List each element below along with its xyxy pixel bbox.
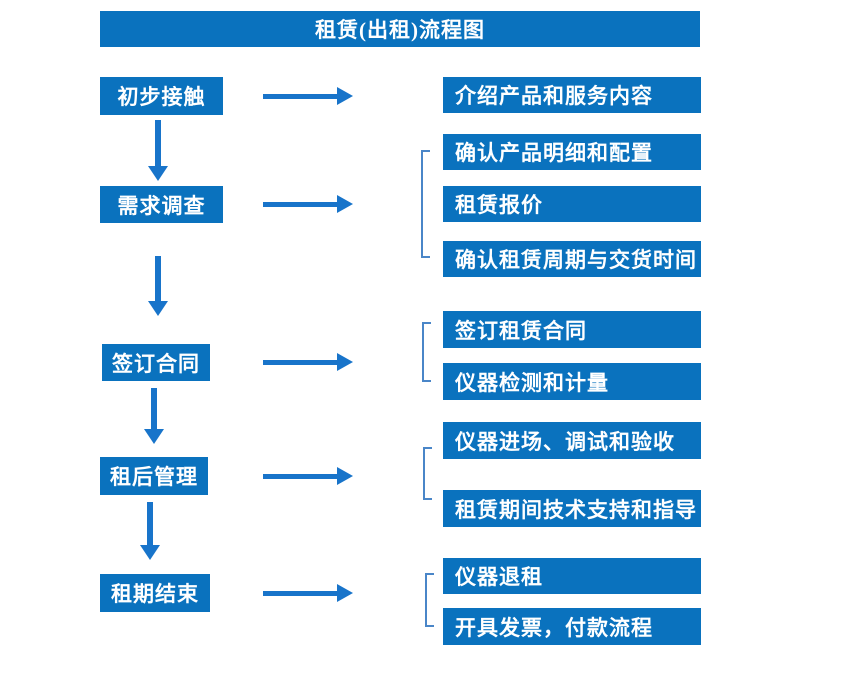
flow-detail-rental-quote: 租赁报价: [443, 186, 701, 222]
right-arrow-icon: [263, 467, 353, 485]
flow-step-initial-contact: 初步接触: [100, 77, 223, 115]
group-bracket-icon: [425, 573, 434, 627]
down-arrow-icon: [148, 256, 168, 316]
flow-detail-instrument-inspection: 仪器检测和计量: [443, 363, 701, 400]
flow-detail-invoice-payment: 开具发票，付款流程: [443, 608, 701, 645]
flow-detail-sign-rental-contract: 签订租赁合同: [443, 311, 701, 348]
flow-detail-confirm-product-config: 确认产品明细和配置: [443, 134, 701, 170]
flow-detail-instrument-setup: 仪器进场、调试和验收: [443, 422, 701, 459]
down-arrow-icon: [144, 388, 164, 444]
group-bracket-icon: [421, 150, 430, 258]
flow-step-post-rental-mgmt: 租后管理: [100, 457, 208, 495]
right-arrow-icon: [263, 353, 353, 371]
flow-detail-tech-support: 租赁期间技术支持和指导: [443, 490, 701, 527]
group-bracket-icon: [423, 447, 432, 500]
diagram-title: 租赁(出租)流程图: [100, 11, 700, 47]
flow-detail-introduce-products: 介绍产品和服务内容: [443, 77, 701, 113]
flow-detail-instrument-return: 仪器退租: [443, 558, 701, 594]
flow-step-rental-end: 租期结束: [100, 574, 210, 612]
right-arrow-icon: [263, 87, 353, 105]
right-arrow-icon: [263, 195, 353, 213]
right-arrow-icon: [263, 584, 353, 602]
down-arrow-icon: [148, 120, 168, 181]
flow-step-sign-contract: 签订合同: [102, 344, 210, 381]
group-bracket-icon: [422, 322, 431, 382]
down-arrow-icon: [140, 502, 160, 560]
flow-detail-confirm-period-delivery: 确认租赁周期与交货时间: [443, 241, 701, 277]
flow-step-demand-survey: 需求调查: [100, 186, 223, 223]
